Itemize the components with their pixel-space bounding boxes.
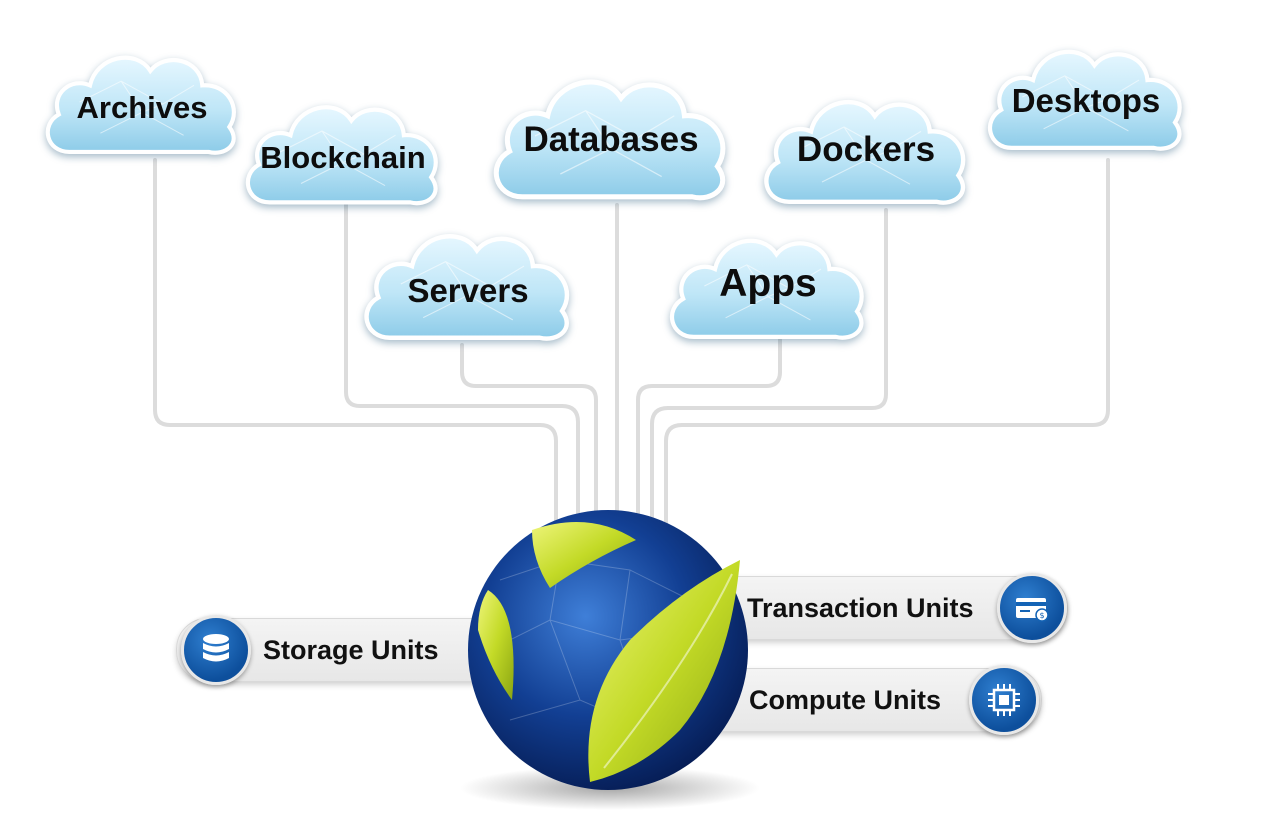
connector-servers [460, 343, 598, 527]
leaf-right [588, 560, 740, 782]
cloud-servers: Servers [356, 216, 580, 352]
cloud-desktops: Desktops [980, 32, 1192, 162]
database-icon [181, 615, 251, 685]
connector-desktops [664, 158, 1110, 527]
connector-blockchain [344, 203, 580, 527]
connector-archives [153, 158, 558, 527]
cloud-label-desktops: Desktops [1011, 82, 1161, 119]
cloud-databases: Databases [484, 60, 738, 212]
cloud-blockchain: Blockchain [238, 88, 448, 216]
connector-dockers [650, 208, 888, 527]
cloud-apps: Apps [662, 222, 874, 350]
cloud-dockers: Dockers [756, 82, 976, 216]
compute-units-pill: Compute Units [714, 665, 1042, 735]
leaf-left [478, 590, 514, 700]
connector-apps [636, 338, 782, 527]
storage-units-pill: Storage Units [176, 615, 498, 685]
globe-leaf-logo [460, 510, 760, 810]
cpu-chip-icon [969, 665, 1039, 735]
cloud-archives: Archives [38, 38, 246, 166]
leaf-top [532, 522, 636, 588]
transaction-units-pill: Transaction Units $ [722, 573, 1068, 643]
credit-card-icon: $ [997, 573, 1067, 643]
transaction-units-label: Transaction Units [747, 593, 974, 623]
cloud-label-apps: Apps [719, 262, 817, 305]
compute-units-label: Compute Units [749, 685, 941, 715]
cloud-label-blockchain: Blockchain [260, 140, 426, 175]
storage-units-label: Storage Units [263, 635, 439, 665]
cloud-label-databases: Databases [523, 120, 699, 159]
cloud-label-dockers: Dockers [796, 130, 936, 169]
cloud-label-servers: Servers [407, 272, 529, 309]
cloud-label-archives: Archives [76, 90, 208, 125]
svg-text:$: $ [1039, 611, 1044, 620]
